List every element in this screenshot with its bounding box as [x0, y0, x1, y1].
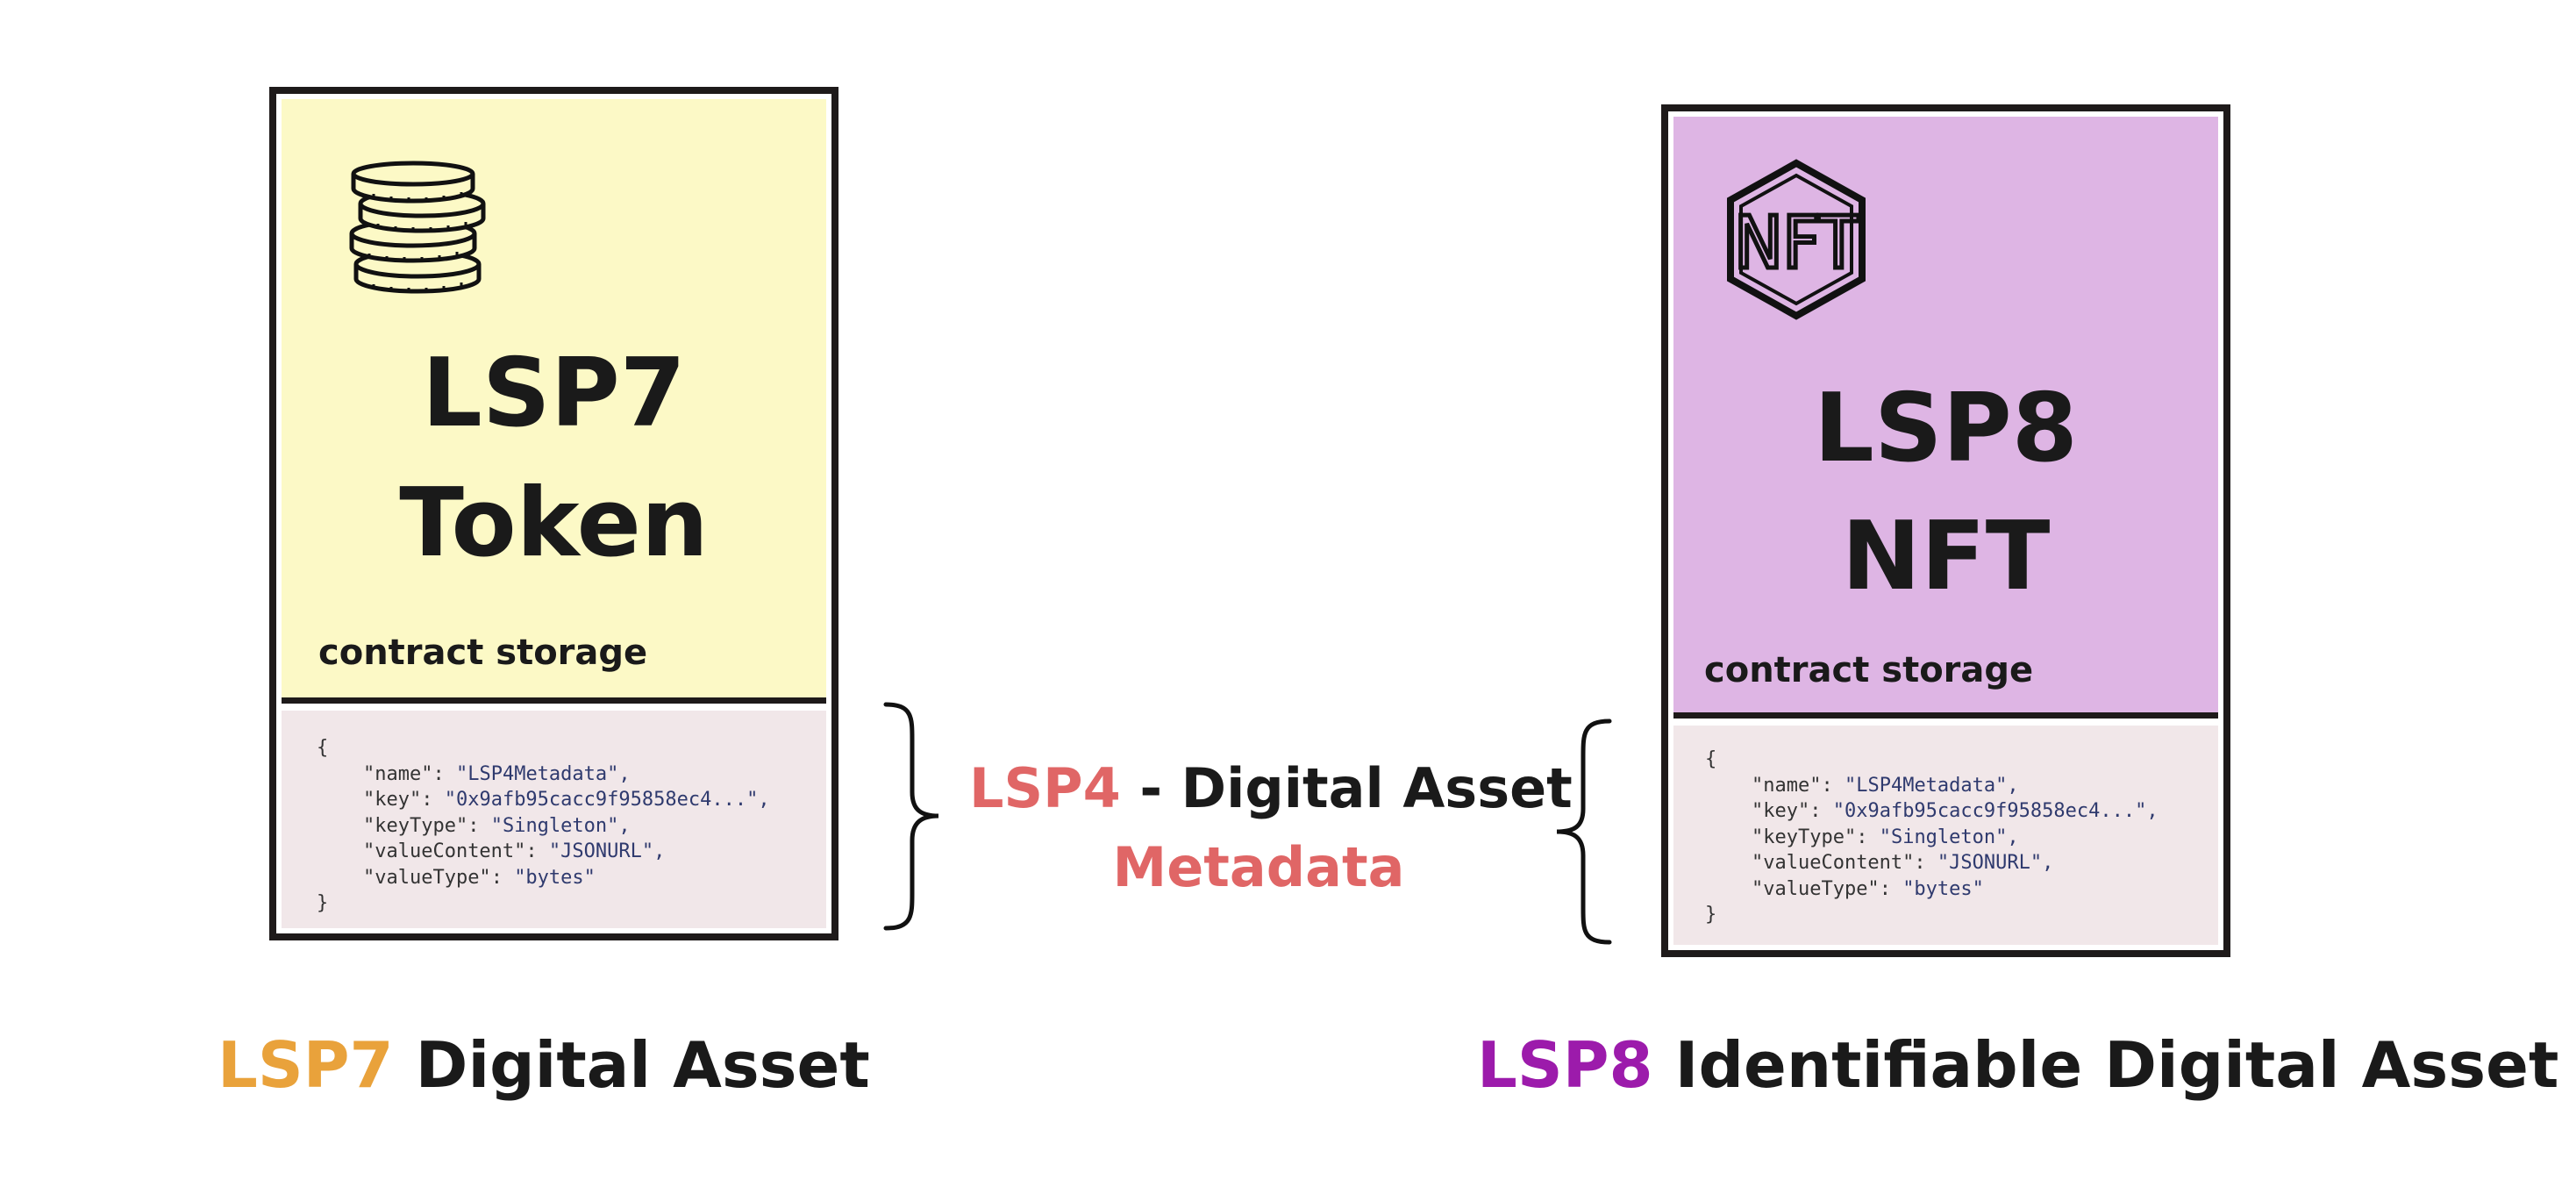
lsp7-json-panel: { "name": "LSP4Metadata", "key": "0x9afb…	[282, 711, 826, 928]
lsp8-json-code: { "name": "LSP4Metadata", "key": "0x9afb…	[1705, 748, 2159, 926]
json-close: }	[1705, 904, 1717, 926]
json-key: "name"	[362, 762, 433, 785]
lsp7-caption-prefix: LSP7	[218, 1028, 394, 1102]
lsp7-card-body: LSP7 Token contract storage { "name": "L…	[282, 99, 826, 928]
lsp7-json-code: { "name": "LSP4Metadata", "key": "0x9afb…	[317, 737, 770, 914]
json-key: "valueContent"	[1751, 852, 1915, 874]
json-value: "0x9afb95cacc9f95858ec4...",	[1832, 800, 2159, 822]
json-value: "0x9afb95cacc9f95858ec4...",	[444, 789, 770, 811]
lsp7-token-card: LSP7 Token contract storage { "name": "L…	[269, 87, 838, 940]
coins-stack-icon	[349, 161, 486, 294]
lsp7-card-divider	[282, 697, 826, 704]
lsp8-json-panel: { "name": "LSP4Metadata", "key": "0x9afb…	[1673, 726, 2218, 945]
json-key: "valueType"	[1751, 877, 1880, 900]
json-key: "keyType"	[362, 814, 468, 837]
lsp7-caption: LSP7 Digital Asset	[218, 1033, 870, 1097]
json-key: "key"	[362, 789, 422, 811]
lsp8-caption: LSP8 Identifiable Digital Asset	[1477, 1033, 2558, 1097]
lsp7-title-line1: LSP7	[422, 339, 686, 448]
nft-icon-text: NFT	[1734, 202, 1859, 285]
json-value: "JSONURL",	[548, 840, 666, 862]
lsp8-card-divider	[1673, 712, 2218, 719]
json-key: "valueType"	[362, 866, 491, 889]
lsp7-caption-rest: Digital Asset	[393, 1028, 870, 1102]
json-close: }	[317, 892, 329, 914]
lsp8-title-line2: NFT	[1841, 502, 2051, 611]
lsp4-prefix: LSP4	[969, 756, 1121, 820]
json-key: "valueContent"	[362, 840, 526, 862]
lsp7-title-line2: Token	[399, 468, 709, 578]
right-curly-brace	[1556, 719, 1612, 945]
json-open: {	[317, 737, 329, 759]
json-key: "keyType"	[1751, 826, 1857, 848]
lsp8-storage-label: contract storage	[1704, 650, 2034, 690]
json-value: "JSONURL",	[1937, 852, 2054, 874]
lsp7-card-header: LSP7 Token contract storage	[282, 99, 826, 697]
json-value: "bytes"	[1902, 877, 1984, 900]
lsp4-label-line2: Metadata	[1112, 835, 1405, 899]
lsp8-caption-rest: Identifiable Digital Asset	[1652, 1028, 2559, 1102]
json-key: "key"	[1751, 800, 1810, 822]
lsp8-nft-card: NFT LSP8 NFT contract storage { "name": …	[1661, 104, 2230, 957]
lsp8-title-line1: LSP8	[1814, 374, 2078, 483]
json-value: "LSP4Metadata",	[1844, 774, 2019, 797]
json-value: "Singleton",	[490, 814, 631, 837]
json-value: "Singleton",	[1879, 826, 2019, 848]
json-key: "name"	[1751, 774, 1822, 797]
json-open: {	[1705, 748, 1717, 770]
lsp4-rest: - Digital Asset	[1120, 756, 1573, 820]
json-value: "bytes"	[514, 866, 596, 889]
json-value: "LSP4Metadata",	[455, 762, 631, 785]
lsp4-metadata-label: LSP4 - Digital Asset Metadata	[969, 761, 1573, 899]
left-curly-brace	[883, 702, 939, 931]
nft-hexagon-icon: NFT	[1727, 159, 1866, 320]
lsp8-caption-prefix: LSP8	[1477, 1028, 1653, 1102]
lsp8-card-body: NFT LSP8 NFT contract storage { "name": …	[1673, 117, 2218, 945]
lsp8-card-header: NFT LSP8 NFT contract storage	[1673, 117, 2218, 712]
lsp4-label-line1: LSP4 - Digital Asset	[969, 761, 1573, 816]
lsp7-storage-label: contract storage	[318, 633, 648, 673]
